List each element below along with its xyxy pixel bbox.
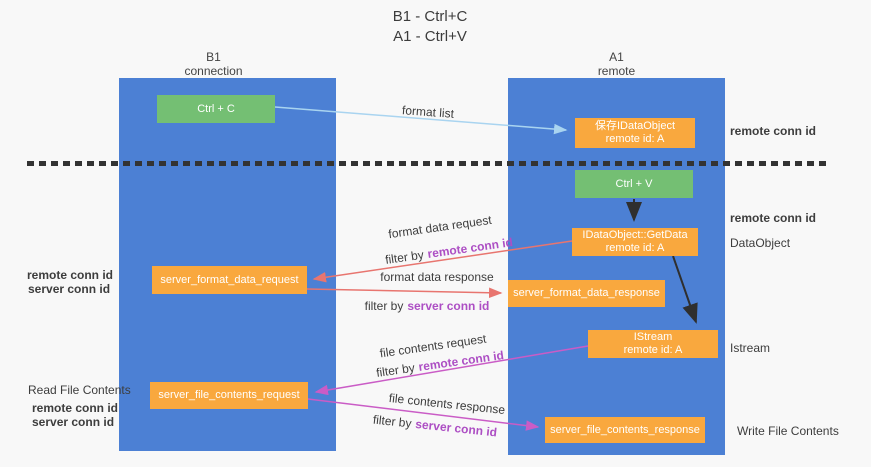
idataobject-getdata-box: IDataObject::GetData remote id: A [572,228,698,256]
filter-by-text: filter by [364,299,404,313]
idataobject-getdata-line1: IDataObject::GetData [582,229,688,241]
istream-annotation: Istream [730,341,771,355]
file-contents-response-label: file contents response [388,390,506,418]
server-file-contents-request-label: server_file_contents_request [158,389,300,401]
format-data-request-label: format data request [387,212,493,242]
ctrl-v-label: Ctrl + V [615,177,653,190]
filter-by-text: filter by [384,247,425,267]
save-idataobject-line2: remote id: A [605,133,665,145]
server-format-data-response-label: server_format_data_response [513,287,660,299]
filter-by-text: filter by [375,360,416,380]
left-column-name: B1 [206,50,221,64]
save-idataobject-line1: 保存IDataObject [594,120,676,132]
title-line-2: A1 - Ctrl+V [393,28,467,45]
read-file-contents-annotation: Read File Contents [28,383,131,397]
title-line-1: B1 - Ctrl+C [392,8,468,25]
server-conn-id-annotation-left1: server conn id [28,282,111,296]
server-file-contents-response-label: server_file_contents_response [550,423,700,436]
copy-paste-phase-divider [27,161,830,166]
ctrl-c-label: Ctrl + C [197,102,235,115]
format-data-response-label: format data response [380,270,494,284]
server-conn-id-text: server conn id [414,416,498,440]
server-conn-id-text: server conn id [407,299,490,313]
istream-line1: IStream [633,331,673,343]
remote-conn-id-annotation-getdata: remote conn id [730,211,817,225]
left-column-header: B1 connection [105,50,322,78]
save-idataobject-box: 保存IDataObject remote id: A [575,118,695,148]
server-format-data-request-box: server_format_data_request [152,266,307,294]
ctrl-v-box: Ctrl + V [575,170,693,198]
server-format-data-response-box: server_format_data_response [508,280,665,307]
server-conn-id-annotation-left2: server conn id [32,415,115,429]
istream-line2: remote id: A [623,344,683,356]
left-column-role: connection [184,64,243,78]
right-column-header: A1 remote [508,50,725,78]
remote-conn-id-annotation-left2: remote conn id [32,401,119,415]
right-column-name: A1 [609,50,624,64]
remote-conn-id-annotation-top: remote conn id [730,124,817,138]
remote-conn-id-text: remote conn id [426,235,514,261]
server-format-data-request-label: server_format_data_request [160,273,299,286]
right-column-role: remote [597,64,636,78]
dataobject-annotation: DataObject [730,236,791,250]
server-file-contents-response-box: server_file_contents_response [545,417,705,443]
format-list-label: format list [401,103,455,121]
diagram-title: B1 - Ctrl+C A1 - Ctrl+V [330,7,530,47]
format-data-response-arrow [306,287,503,299]
idataobject-getdata-line2: remote id: A [605,242,665,254]
server-file-contents-request-box: server_file_contents_request [150,382,308,409]
filter-by-text: filter by [372,412,413,431]
write-file-contents-annotation: Write File Contents [737,424,839,438]
ctrl-c-box: Ctrl + C [157,95,275,123]
remote-conn-id-annotation-left1: remote conn id [27,268,114,282]
istream-box: IStream remote id: A [588,330,718,358]
